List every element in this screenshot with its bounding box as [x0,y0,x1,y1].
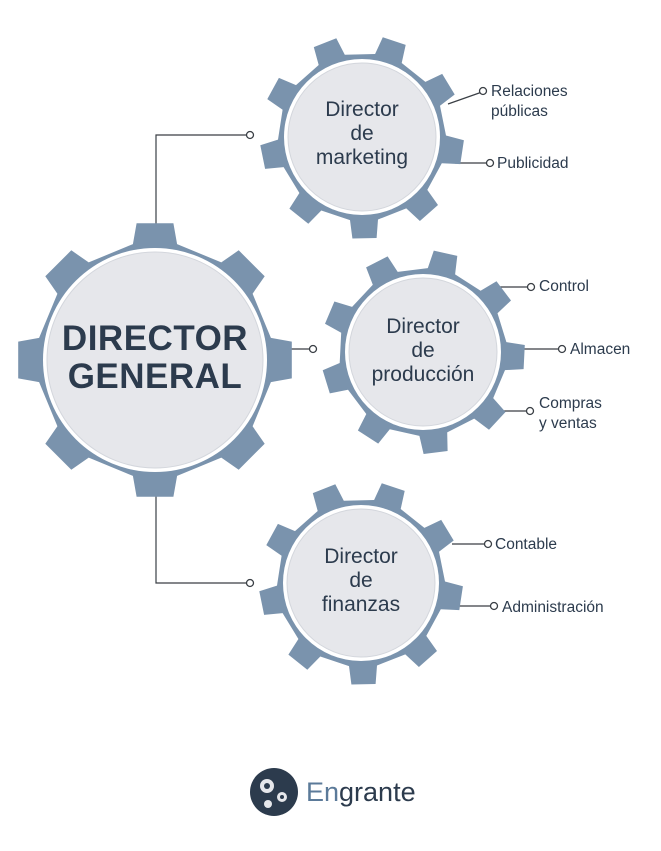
main-line: DIRECTOR [61,319,249,358]
gear-marketing-face [287,62,437,212]
engrante-logo: Engrante [248,766,428,820]
connector-marketing [155,134,250,230]
gears-logo-icon [250,768,298,816]
branch-dot [489,601,499,611]
director-general-label: DIRECTOR GENERAL [40,318,270,398]
gear-produccion-face [348,277,498,427]
branch-dot [525,406,535,416]
branch-line: Relaciones [491,83,568,100]
director-line: marketing [315,146,409,169]
director-line: Director [324,545,398,568]
branch-almacen: Almacen [570,340,630,360]
director-produccion-label: Director de producción [355,313,491,389]
director-line: de [411,339,435,362]
branch-control: Control [539,277,589,297]
branch-line: públicas [491,103,548,120]
director-line: de [349,569,373,592]
director-finanzas-label: Director de finanzas [293,543,429,619]
branch-compras-ventas: Compras y ventas [539,394,602,434]
director-line: de [350,122,374,145]
director-line: producción [371,363,475,386]
branch-line: y ventas [539,415,597,432]
branch-relaciones-publicas: Relaciones públicas [491,82,568,122]
logo-wordmark: Engrante [306,776,416,808]
branch-line: Administración [502,599,604,616]
main-line: GENERAL [67,357,243,396]
connector-dot [308,344,318,354]
branch-dot [483,539,493,549]
branch-connector [447,91,483,105]
gear-finanzas-face [286,508,436,658]
branch-line: Contable [495,536,558,553]
branch-dot [526,282,536,292]
logo-prefix: En [306,777,340,807]
branch-dot [557,344,567,354]
branch-line: Publicidad [497,155,569,172]
branch-dot [485,158,495,168]
director-line: finanzas [321,593,401,616]
director-line: Director [325,98,399,121]
connector-dot [245,578,255,588]
connector-dot [245,130,255,140]
director-marketing-label: Director de marketing [294,96,430,172]
logo-suffix: grante [339,777,416,807]
connector-finanzas [155,490,250,584]
branch-line: Control [539,278,589,295]
branch-publicidad: Publicidad [497,154,569,174]
director-line: Director [386,315,460,338]
branch-administracion: Administración [502,598,604,618]
branch-line: Almacen [570,341,631,358]
branch-line: Compras [539,395,602,412]
branch-dot [478,86,488,96]
gear-director-general-face [46,251,264,469]
branch-contable: Contable [495,535,557,555]
